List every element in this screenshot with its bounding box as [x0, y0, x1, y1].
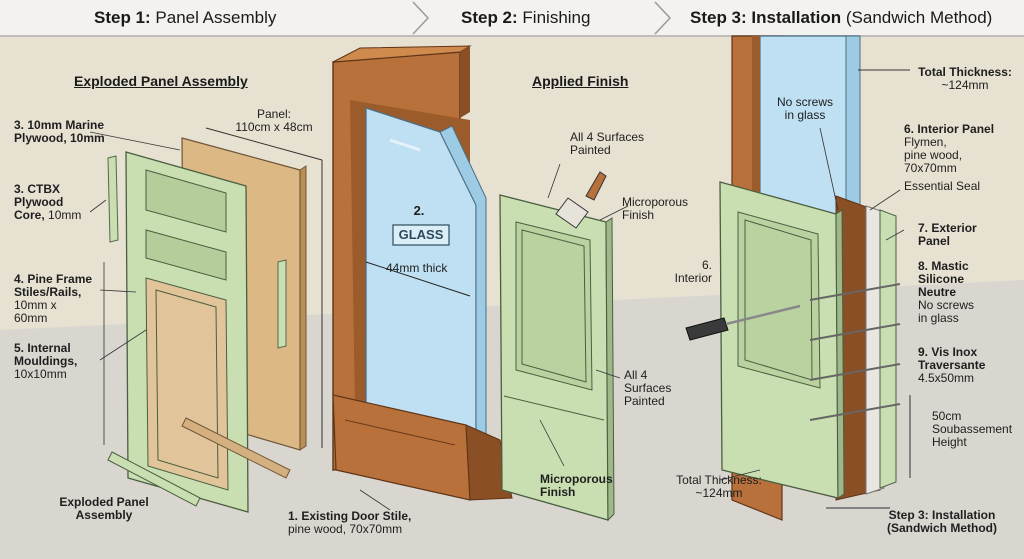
installation-caption: Step 3: Installation (Sandwich Method) [887, 508, 997, 535]
glass-thickness-label: 44mm thick [386, 261, 448, 275]
mouldings-title: 5. Internal Mouldings, [14, 341, 78, 368]
step3-header-prefix: Step 3: Installation [690, 8, 842, 27]
total-thickness-bottom-label: Total Thickness: ~124mm [676, 473, 762, 500]
mastic-value: No screws in glass [918, 298, 975, 325]
total-thickness-top-value: ~124mm [941, 78, 989, 92]
applied-finish-title: Applied Finish [532, 73, 629, 89]
door-stile-value: pine wood, 70x70mm [288, 522, 403, 536]
exploded-panel-caption: Exploded Panel Assembly [59, 495, 149, 522]
paint-brush-icon [555, 197, 589, 229]
moulding-strip [107, 451, 201, 507]
glass-pane-installed [759, 35, 859, 221]
ctbx-core-title: 3. CTBX Plywood Core, [14, 182, 64, 222]
step3-header: Step 3: Installation (Sandwich Method) [690, 8, 992, 28]
step1-header: Step 1: Panel Assembly [94, 8, 276, 28]
step2-header-text: Finishing [522, 8, 591, 27]
total-thickness-top-label: Total Thickness:~124mm [910, 66, 1020, 92]
sandwich-installation [685, 35, 911, 521]
painted-top-label: All 4 Surfaces Painted [570, 130, 645, 157]
ctbx-core-label: 3. CTBX Plywood Core, 10mm [14, 183, 114, 222]
pine-frame-title: 4. Pine Frame Stiles/Rails, [14, 272, 93, 299]
step3-header-text: (Sandwich Method) [845, 8, 993, 27]
step1-header-prefix: Step 1: [94, 8, 151, 27]
header-bar [0, 0, 1024, 36]
screw [809, 283, 901, 301]
step1-header-text: Panel Assembly [155, 8, 277, 27]
exploded-assembly-title: Exploded Panel Assembly [74, 73, 248, 89]
exterior-panel [879, 209, 897, 489]
thickness-arrow [365, 261, 471, 297]
soubassement-height-label: 50cm Soubassement Height [932, 409, 1013, 449]
painted-bottom-label: All 4 Surfaces Painted [624, 368, 672, 408]
no-screws-top-label: No screws in glass [776, 95, 833, 122]
glass-label: GLASS [398, 227, 444, 242]
mouldings-value: 10x10mm [14, 367, 67, 381]
pine-frame-value: 10mm x 60mm [14, 298, 57, 325]
step2-header: Step 2: Finishing [461, 8, 590, 28]
exterior-panel-label: 7. Exterior Panel [918, 221, 977, 248]
door-stile-label: 1. Existing Door Stile,pine wood, 70x70m… [288, 510, 438, 536]
microporous-top-label: Microporous Finish [622, 195, 689, 222]
step-separator-icon [412, 1, 430, 35]
interior-label: 6. Interior [674, 258, 712, 285]
ctbx-core-value: 10mm [48, 208, 82, 222]
finished-panel [499, 163, 629, 522]
interior-panel-value: Flymen, pine wood, 70x70mm [904, 135, 963, 175]
interior-panel-title: 6. Interior Panel [904, 122, 995, 136]
step-separator-icon [654, 1, 672, 35]
loose-moulding [107, 155, 119, 243]
pine-frame-label: 4. Pine Frame Stiles/Rails,10mm x 60mm [14, 273, 110, 325]
door-stile-title: 1. Existing Door Stile, [288, 509, 412, 523]
marine-plywood-label: 3. 10mm Marine Plywood, 10mm [14, 118, 105, 145]
essential-seal-label: Essential Seal [904, 179, 981, 193]
vis-inox-title: 9. Vis Inox Traversante [918, 345, 986, 372]
glass-label-box [392, 224, 450, 246]
mouldings-label: 5. Internal Mouldings,10x10mm [14, 342, 110, 381]
door-stile-with-glass [332, 45, 513, 511]
mastic-title: 8. Mastic Silicone Neutre [918, 259, 969, 299]
dimension-line [205, 127, 323, 161]
screwdriver-icon [685, 317, 729, 341]
vis-inox-value: 4.5x50mm [918, 371, 975, 385]
glass-number: 2. [413, 203, 425, 218]
total-thickness-top-title: Total Thickness: [918, 65, 1012, 79]
exploded-panel-assembly [89, 127, 323, 513]
microporous-bottom-label: Microporous Finish [540, 472, 613, 499]
step2-header-prefix: Step 2: [461, 8, 518, 27]
panel-dimension-label: Panel: 110cm x 48cm [235, 107, 313, 134]
